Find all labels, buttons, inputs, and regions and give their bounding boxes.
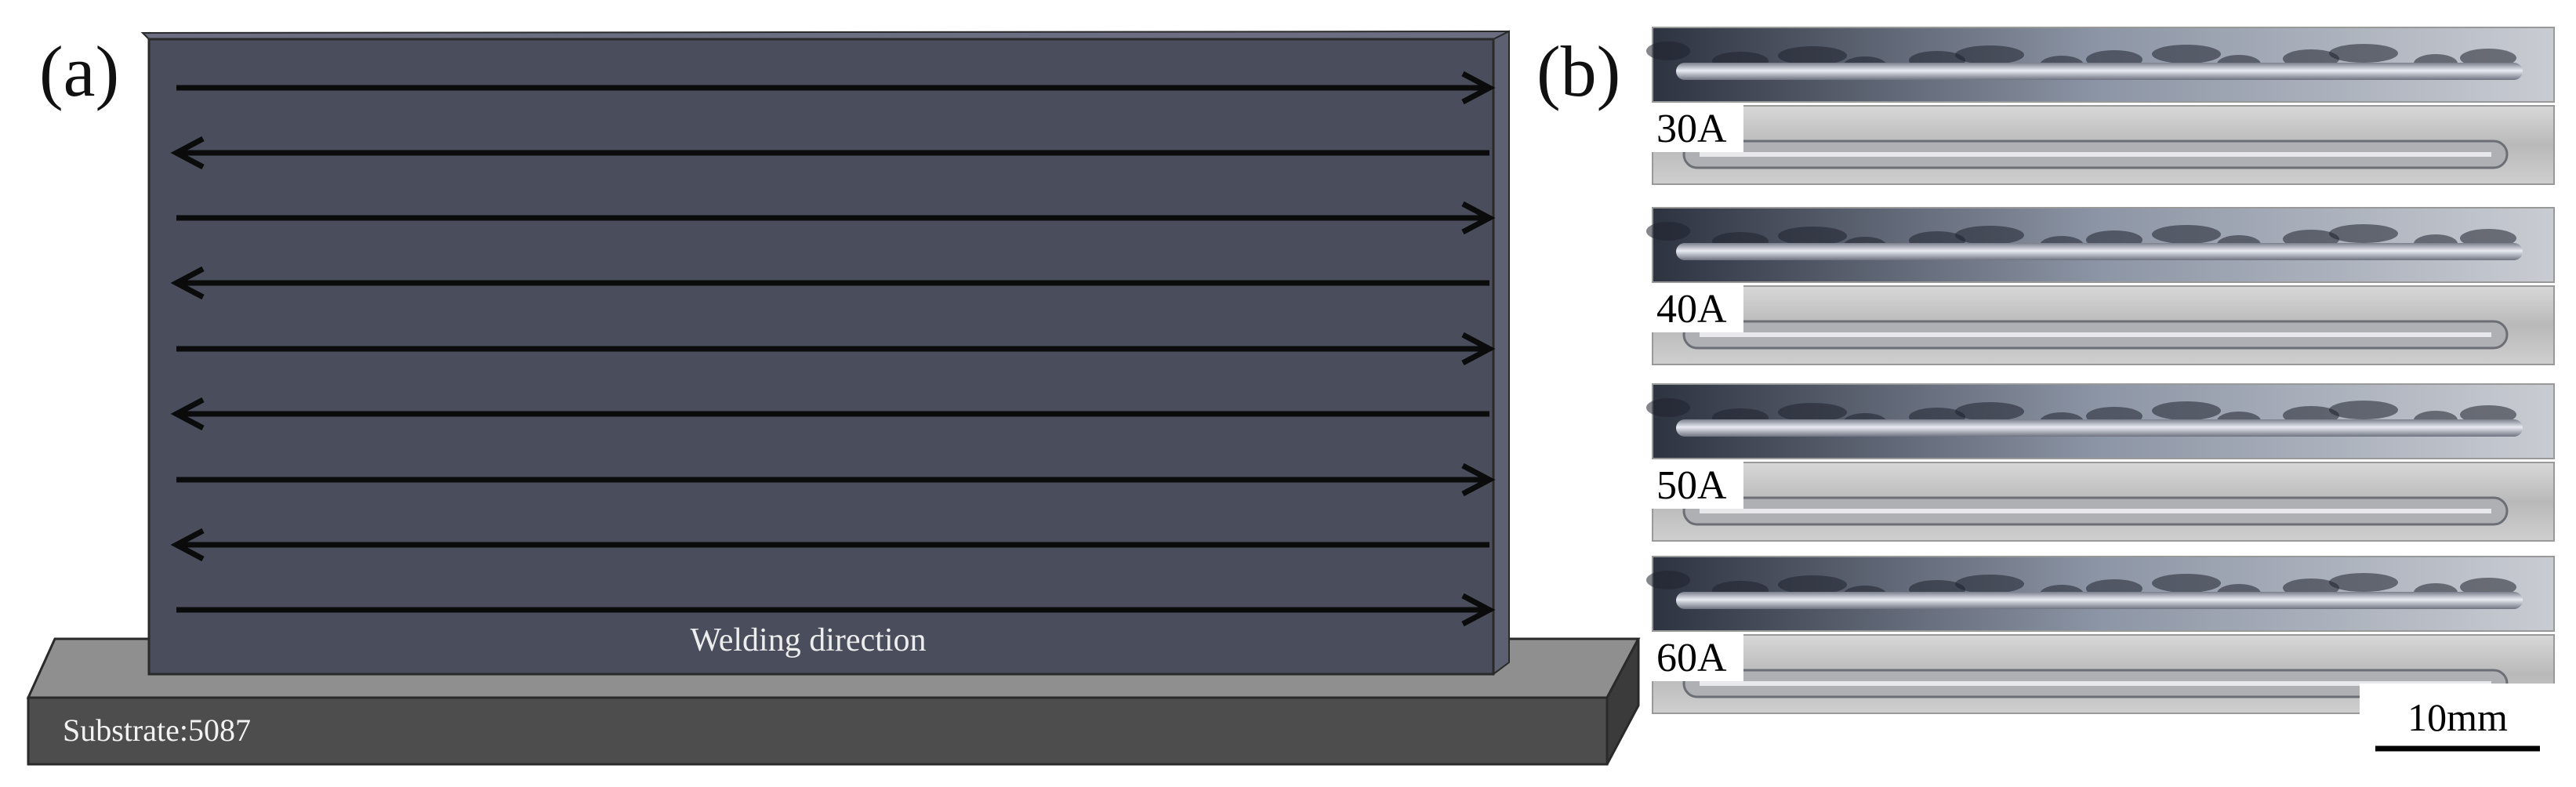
current-label-box xyxy=(1651,633,1743,681)
arrow-left xyxy=(170,397,1489,431)
arrow-right xyxy=(176,593,1496,627)
substrate-label: Substrate:5087 xyxy=(63,713,251,748)
wall-side-face xyxy=(1493,30,1510,676)
scale-bar: 10mm xyxy=(2360,684,2556,762)
current-label-box xyxy=(1651,460,1743,509)
arrow-left xyxy=(170,136,1489,170)
arrow-right xyxy=(176,332,1496,366)
panel-a-label: (a) xyxy=(39,31,120,111)
current-label-box xyxy=(1651,284,1743,332)
weld-sample: 60A xyxy=(1646,556,2555,714)
sample-top-bead xyxy=(1676,592,2523,609)
welding-path-arrows xyxy=(170,71,1496,627)
substrate-front-face xyxy=(27,696,1609,766)
scale-bar-label: 10mm xyxy=(2407,695,2508,739)
wall-front-face xyxy=(147,38,1495,676)
current-label: 40A xyxy=(1656,287,1727,332)
welding-direction-label: Welding direction xyxy=(690,622,926,658)
sample-top-bead xyxy=(1676,419,2523,437)
current-label: 30A xyxy=(1656,107,1727,151)
substrate-side-face xyxy=(1605,638,1640,765)
weld-sample: 50A xyxy=(1646,383,2555,542)
arrow-right xyxy=(176,462,1496,497)
current-label-box xyxy=(1651,103,1743,152)
weld-sample: 40A xyxy=(1646,207,2555,365)
current-label: 60A xyxy=(1656,636,1727,680)
arrow-left xyxy=(170,266,1489,300)
weld-sample: 30A xyxy=(1646,27,2555,185)
arrow-right xyxy=(176,71,1496,105)
arrow-right xyxy=(176,201,1496,235)
sample-top-bead xyxy=(1676,63,2523,80)
panel-b-label: (b) xyxy=(1537,31,1621,111)
weld-samples: 30A 40A 50A 60A xyxy=(1646,27,2555,714)
current-label: 50A xyxy=(1656,463,1727,508)
deposited-wall xyxy=(140,30,1510,676)
sample-top-bead xyxy=(1676,243,2523,260)
arrow-left xyxy=(170,528,1489,562)
